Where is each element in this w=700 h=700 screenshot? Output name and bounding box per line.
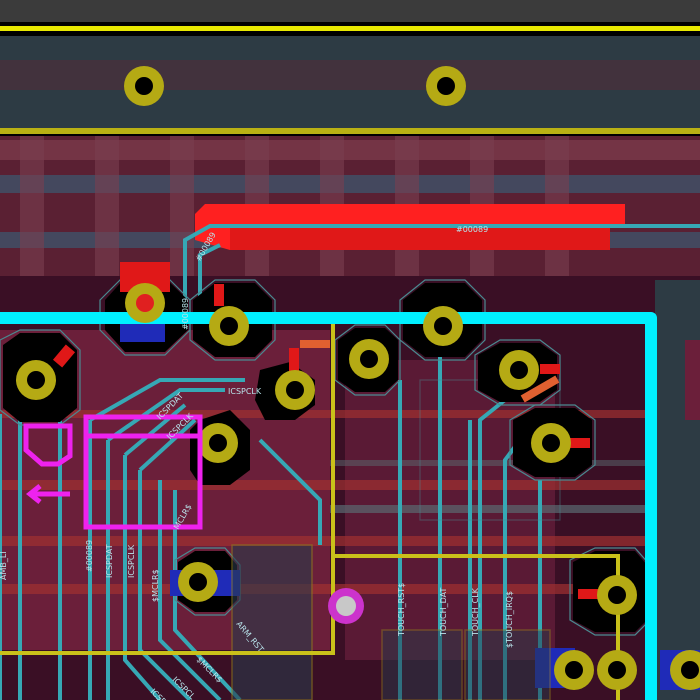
red-stripe-1 [0, 480, 650, 490]
net-label-00089-left: #00089 [85, 540, 94, 572]
pad-5-hole [286, 381, 304, 399]
net-label-touch-rst: TOUCH_RST$ [397, 583, 406, 637]
pad-top-right-hole [437, 77, 455, 95]
red-copper-bus-lower[interactable] [230, 228, 610, 250]
net-label-ambl-v: AMB_LI [0, 551, 8, 580]
pad-4-hole [27, 371, 45, 389]
pad-12-hole [565, 661, 583, 679]
net-label-icspclk-v: ICSPCLK [127, 544, 136, 578]
pad-1-hole [136, 294, 154, 312]
net-label-smclr-v: $MCLR$ [151, 569, 160, 602]
component-box-arm-rst[interactable] [231, 544, 313, 700]
pad-8-hole [209, 434, 227, 452]
pad-14-hole [681, 661, 699, 679]
right-pour-red [685, 340, 700, 420]
net-label-icspdat-v: ICSPDAT [105, 544, 114, 578]
red-copper-bus[interactable] [205, 204, 625, 226]
pad-3-hole [434, 317, 452, 335]
net-label-touch-clk: TOUCH_CLK [471, 587, 480, 637]
upper-yellow-outline[interactable] [0, 128, 700, 134]
pad-10-hole [189, 573, 207, 591]
top-gray-band [0, 0, 700, 22]
through-hole-pads [16, 283, 700, 690]
selection-arrow [25, 484, 70, 504]
pad-11-hole [608, 586, 626, 604]
pad-6-hole [360, 350, 378, 368]
selection-marker[interactable] [23, 414, 203, 530]
pad-9-hole [542, 434, 560, 452]
component-box-touch-2[interactable] [464, 629, 551, 700]
net-label-icspclk-h: ICSPCLK [228, 387, 262, 396]
selection-cursor-shape [23, 423, 73, 467]
component-box-touch-1[interactable] [381, 629, 463, 700]
pad-top-left-hole [135, 77, 153, 95]
blue-copper-1[interactable] [120, 320, 165, 342]
via-magenta-hole [336, 596, 356, 616]
top-yellow-line [0, 26, 700, 31]
net-label-00089-top: #00089 [456, 225, 488, 234]
gray-stripe-1 [330, 505, 700, 513]
selection-box[interactable] [83, 414, 203, 530]
red-stripe-4 [0, 410, 650, 418]
upper-pour-band [0, 60, 700, 90]
net-label-touch-dat: TOUCH_DAT [439, 587, 448, 637]
net-label-touch-irq: $TOUCH_IRQ$ [505, 591, 514, 648]
pad-7-hole [510, 361, 528, 379]
net-label-00089-mid: #00089 [181, 298, 190, 330]
red-stripe-3 [0, 584, 650, 594]
pad-13-hole [608, 661, 626, 679]
red-stripe-2 [0, 536, 650, 546]
pad-2-hole [220, 317, 238, 335]
